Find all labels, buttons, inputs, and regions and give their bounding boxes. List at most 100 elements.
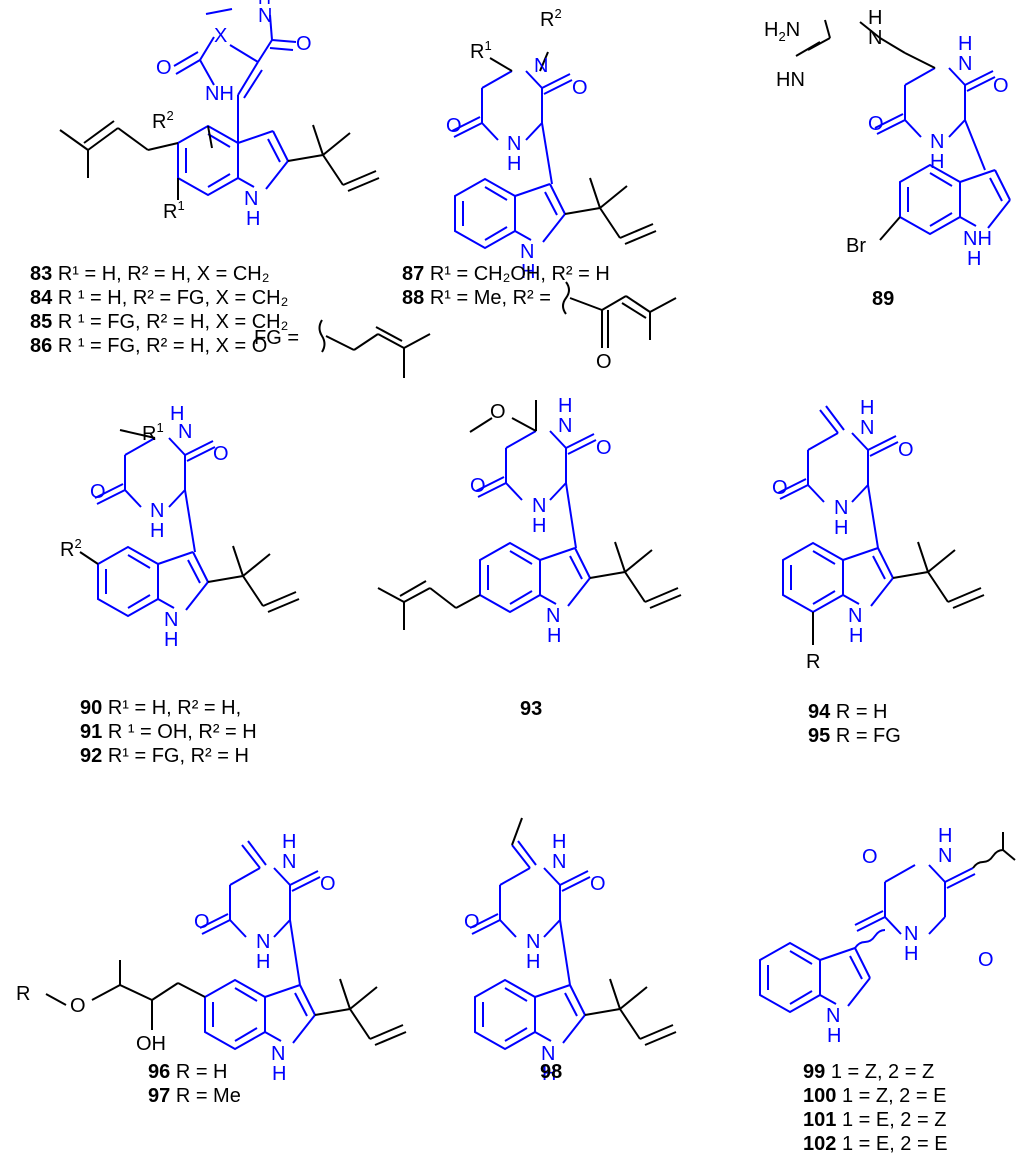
atom-o: O (213, 443, 229, 465)
caption-line-88: 88 R¹ = Me, R² = (402, 287, 551, 309)
atom-h: H (272, 1063, 286, 1085)
atom-h: H (164, 629, 178, 651)
atom-n: N (282, 851, 296, 873)
structure-94-95 (777, 405, 985, 645)
atom-n: N (868, 27, 882, 49)
atom-n: N (834, 497, 848, 519)
atom-n: N (848, 605, 862, 627)
caption-line-85: 85 R ¹ = FG, R² = H, X = CH₂ (30, 311, 289, 333)
atom-o: O (978, 949, 994, 971)
atom-h: H (938, 825, 952, 847)
fg-definition (318, 319, 431, 378)
caption-90-92: 90 R¹ = H, R² = H, 91 R ¹ = OH, R² = H 9… (80, 696, 257, 768)
atom-h: H (868, 7, 882, 29)
atom-n: N (526, 931, 540, 953)
atom-h: H (547, 625, 561, 647)
atom-o: O (772, 477, 788, 499)
structure-98 (469, 817, 677, 1050)
atom-o: O (464, 911, 480, 933)
structure-93 (377, 400, 682, 630)
atom-n: N (938, 845, 952, 867)
atom-o: O (596, 351, 612, 373)
atom-n: N (860, 417, 874, 439)
atom-o: O (90, 481, 106, 503)
atom-o: O (320, 873, 336, 895)
atom-n: N (244, 188, 258, 210)
structure-99-102 (759, 832, 1016, 1013)
caption-96-97: 96 R = H 97 R = Me (148, 1060, 241, 1108)
atom-n: N (930, 131, 944, 153)
atom-r1: R1 (163, 198, 185, 223)
caption-line-86: 86 R ¹ = FG, R² = H, X = O (30, 335, 268, 357)
atom-r1: R1 (142, 420, 164, 445)
atom-o: O (572, 77, 588, 99)
atom-o: O (868, 113, 884, 135)
atom-h: H (860, 397, 874, 419)
atom-n: N (552, 851, 566, 873)
caption-line-90: 90 R¹ = H, R² = H, (80, 697, 242, 719)
atom-r1: R1 (470, 38, 492, 63)
atom-h: H (552, 831, 566, 853)
caption-87-88: 87 R¹ = CH₂OH, R² = H 88 R¹ = Me, R² = (402, 262, 610, 310)
caption-94-95: 94 R = H 95 R = FG (808, 700, 901, 748)
atom-r: R (16, 983, 30, 1005)
atom-r: R (806, 651, 820, 673)
atom-n: N (256, 931, 270, 953)
atom-o: O (898, 439, 914, 461)
atom-n: N (164, 609, 178, 631)
atom-n: N (534, 55, 548, 77)
atom-h: H (827, 1025, 841, 1047)
atom-h: H (958, 33, 972, 55)
atom-h: H (526, 951, 540, 973)
caption-98: 98 (540, 1061, 563, 1083)
atom-h: H (246, 208, 260, 230)
atom-o: O (490, 401, 506, 423)
atom-n: N (150, 500, 164, 522)
structure-89 (795, 19, 1011, 241)
atom-nh: NH (205, 83, 234, 105)
atom-h: H (170, 403, 184, 425)
atom-o: O (194, 911, 210, 933)
caption-line-101: 101 1 = E, 2 = Z (803, 1109, 947, 1131)
atom-o: O (596, 437, 612, 459)
caption-93: 93 (520, 698, 543, 720)
atom-h: H (834, 517, 848, 539)
atom-h: H (521, 261, 535, 283)
caption-line-83: 83 R¹ = H, R² = H, X = CH₂ (30, 263, 270, 285)
atom-h: H (930, 151, 944, 173)
atom-x: X (214, 25, 227, 47)
caption-line-94: 94 R = H (808, 701, 888, 723)
atom-h: H (967, 248, 981, 270)
caption-89: 89 (872, 288, 895, 310)
atom-n: N (271, 1043, 285, 1065)
atom-h: H (532, 515, 546, 537)
atom-hn: HN (776, 69, 805, 91)
atom-h: H (542, 1063, 556, 1085)
caption-line-99: 99 1 = Z, 2 = Z (803, 1061, 935, 1083)
atom-h: H (507, 153, 521, 175)
atom-h: H (256, 951, 270, 973)
atom-o: O (590, 873, 606, 895)
acyl-sidechain-88 (562, 281, 677, 348)
caption-line-97: 97 R = Me (148, 1085, 241, 1107)
atom-o: O (446, 115, 462, 137)
structure-83-86 (59, 8, 380, 200)
atom-o: O (862, 846, 878, 868)
atom-n: N (532, 495, 546, 517)
atom-r2: R2 (152, 108, 174, 133)
atom-oh: OH (136, 1033, 166, 1055)
atom-n: N (904, 923, 918, 945)
atom-labels: X N H O O NH R2 R1 N H R1 R2 N O O N H N… (16, 0, 1009, 1085)
atom-h: H (150, 520, 164, 542)
caption-line-102: 102 1 = E, 2 = E (803, 1133, 948, 1155)
atom-h: H (849, 625, 863, 647)
atom-n: N (826, 1005, 840, 1027)
atom-n: N (520, 241, 534, 263)
atom-h: H (258, 0, 271, 8)
atom-n: N (546, 605, 560, 627)
structure-87-88 (451, 51, 657, 249)
atom-n: N (558, 415, 572, 437)
structure-96-97 (45, 840, 407, 1050)
atom-h: H (558, 395, 572, 417)
